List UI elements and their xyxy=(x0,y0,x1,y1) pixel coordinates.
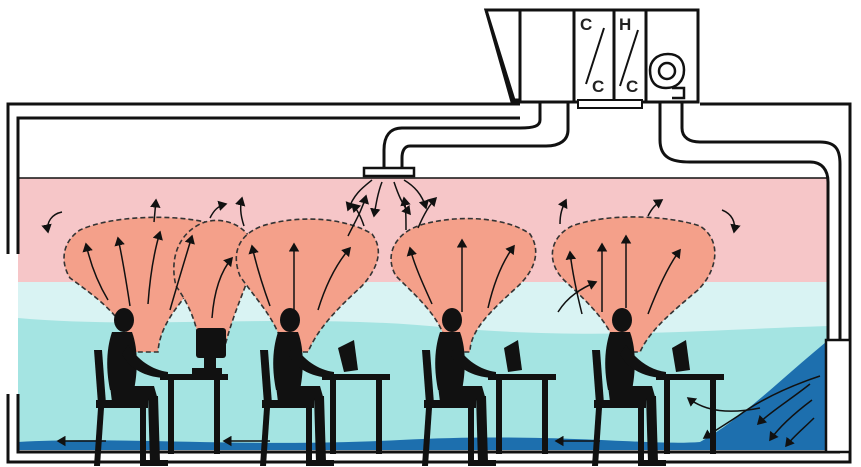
monitor-icon xyxy=(192,328,226,374)
plume-3 xyxy=(390,217,537,353)
floor-supply-air xyxy=(18,342,826,450)
cooling-coil-label-top: C xyxy=(580,15,592,34)
plume-airflow-arrows xyxy=(82,230,681,319)
displacement-diffuser xyxy=(824,338,852,454)
return-duct xyxy=(658,102,842,340)
laptop-icon xyxy=(338,340,690,372)
cooling-coil-label-bottom: C xyxy=(592,77,604,96)
ceiling-diffuser xyxy=(362,166,416,178)
air-handling-unit xyxy=(483,8,700,109)
thermal-plumes xyxy=(63,216,716,353)
centrifugal-fan-icon xyxy=(648,52,686,100)
heating-coil-label-bottom: C xyxy=(626,77,638,96)
plume-1b xyxy=(173,219,255,351)
room-enclosure xyxy=(6,102,852,464)
ceiling-diffuser-arrows xyxy=(345,179,429,218)
heating-coil-label-top: H xyxy=(619,15,631,34)
supply-duct xyxy=(382,102,570,170)
